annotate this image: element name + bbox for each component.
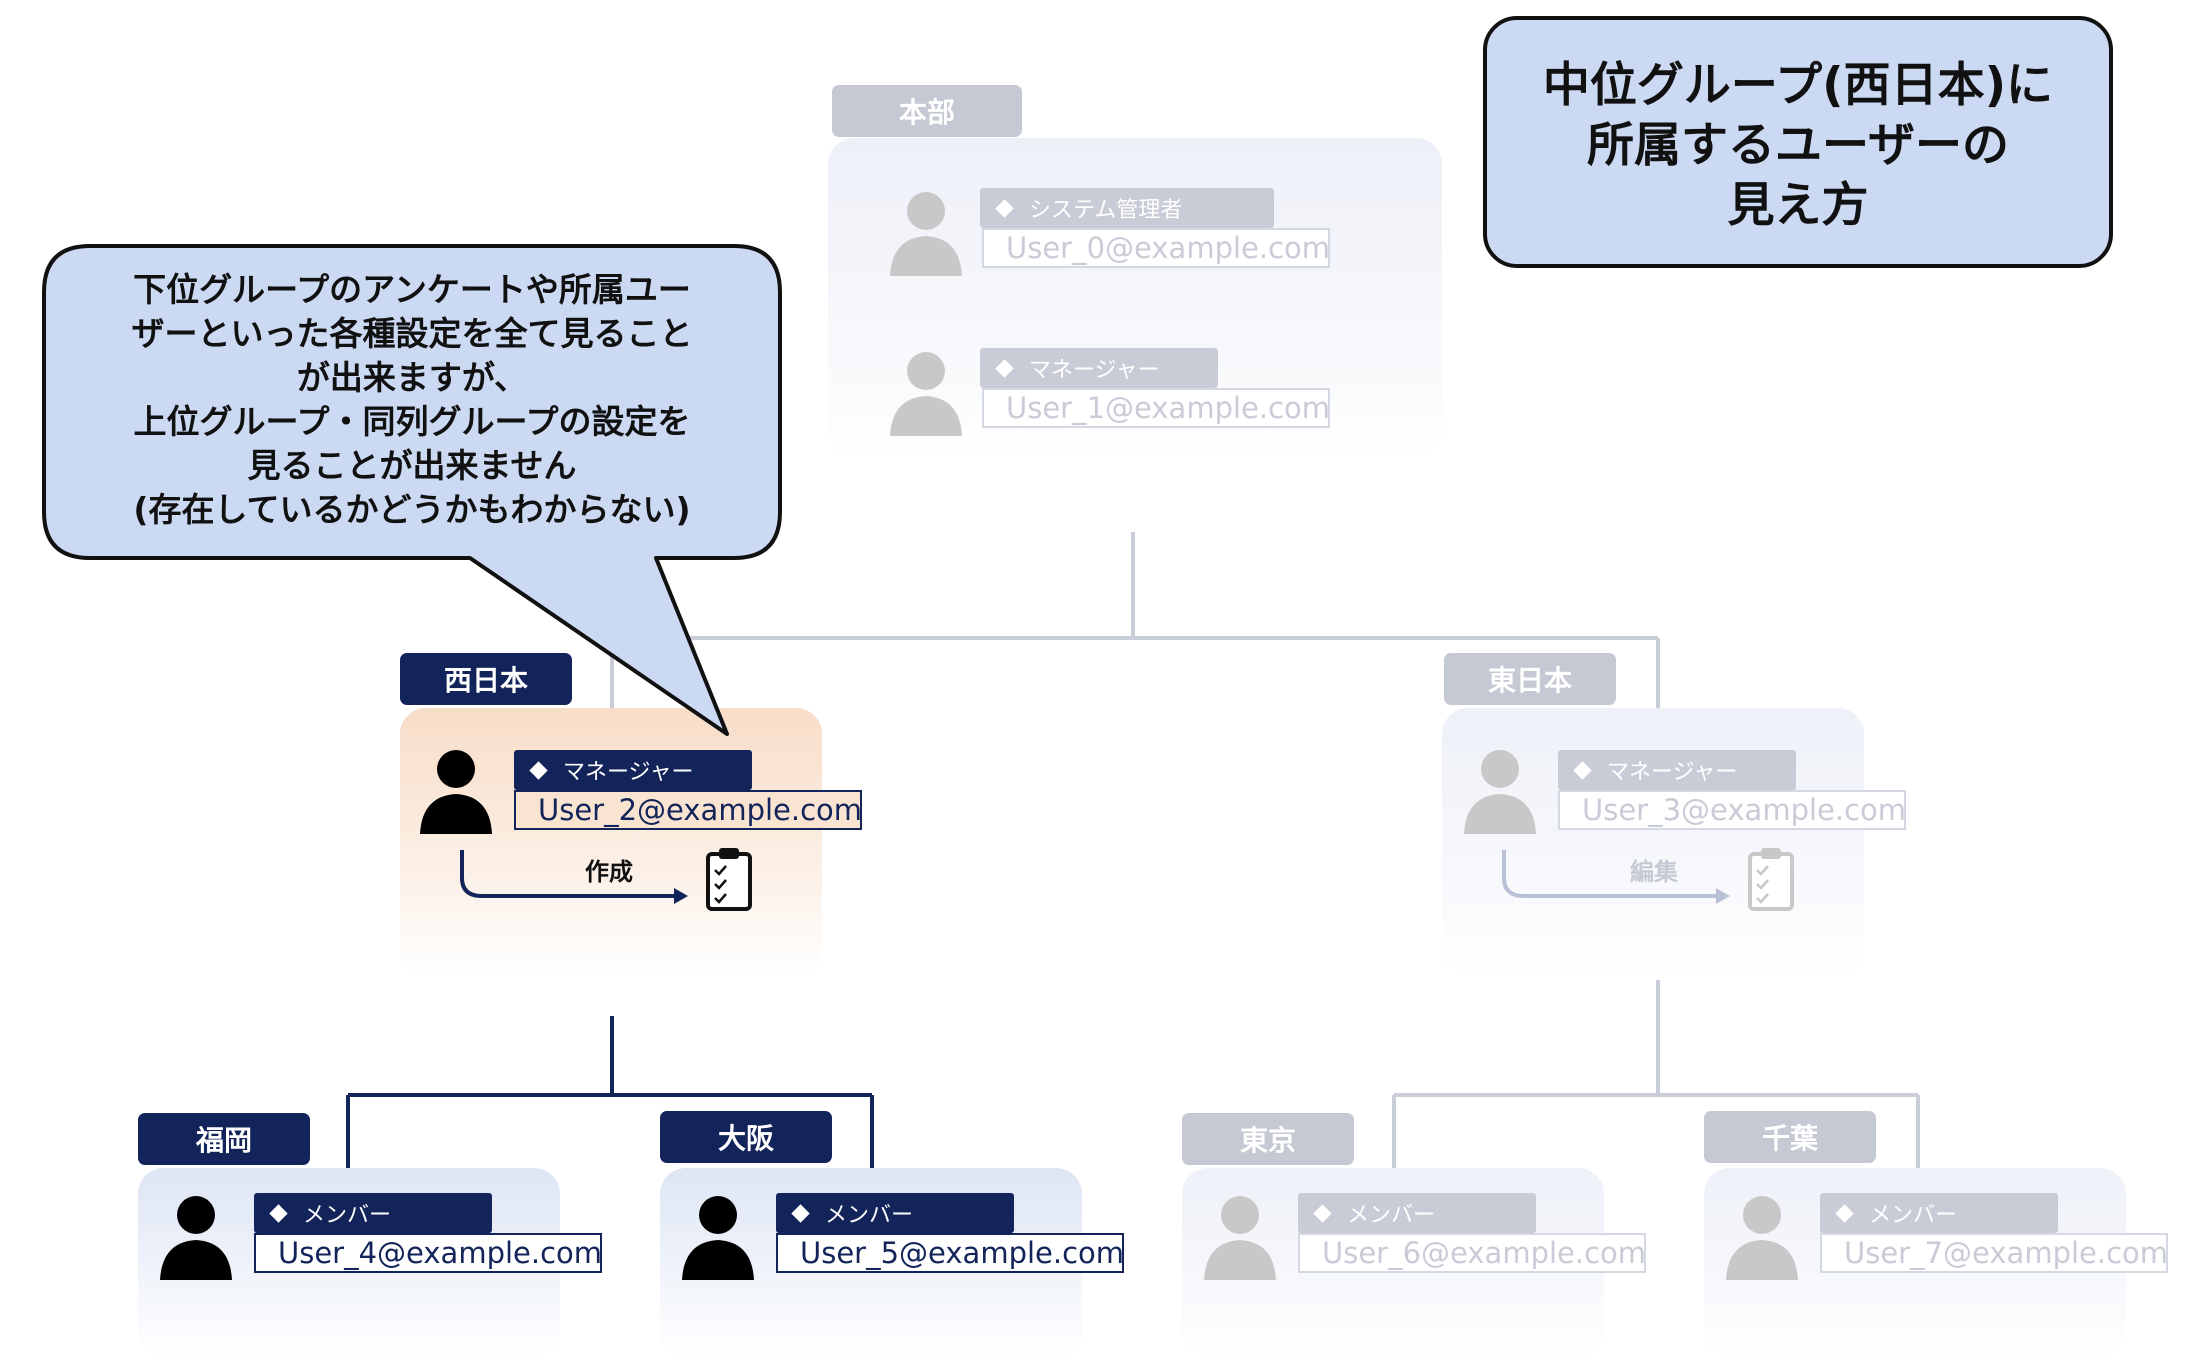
role-label: メンバー xyxy=(303,1203,392,1228)
title-box: 中位グループ(西日本)に 所属するユーザーの 見え方 xyxy=(1483,16,2113,268)
group-label-fukuoka: 福岡 xyxy=(138,1113,310,1165)
email-higashinihon: User_3@example.com xyxy=(1558,790,1906,830)
person-silhouette-icon xyxy=(1726,1196,1798,1280)
callout-line: 見ることが出来ません xyxy=(247,446,577,485)
email-tokyo: User_6@example.com xyxy=(1298,1233,1646,1273)
callout-line: (存在しているかどうかもわからない) xyxy=(133,490,691,529)
clipboard-checklist-icon xyxy=(1748,848,1794,911)
email-chiba: User_7@example.com xyxy=(1820,1233,2168,1273)
role-bar-fukuoka: メンバー xyxy=(254,1193,492,1233)
role-bar-osaka: メンバー xyxy=(776,1193,1014,1233)
person-silhouette-icon xyxy=(890,352,962,436)
email-honbu-0: User_0@example.com xyxy=(982,228,1330,268)
role-bar-honbu-1: マネージャー xyxy=(980,348,1218,388)
email-honbu-1: User_1@example.com xyxy=(982,388,1330,428)
curved-arrow-icon xyxy=(460,850,688,904)
person-silhouette-icon xyxy=(160,1196,232,1280)
role-bar-tokyo: メンバー xyxy=(1298,1193,1536,1233)
email-nishinihon: User_2@example.com xyxy=(514,790,862,830)
person-silhouette-icon xyxy=(420,750,492,834)
role-bar-chiba: メンバー xyxy=(1820,1193,2058,1233)
title-line: 中位グループ(西日本)に xyxy=(1542,58,2054,113)
role-label: マネージャー xyxy=(1607,760,1738,785)
group-label-chiba: 千葉 xyxy=(1704,1111,1876,1163)
person-silhouette-icon xyxy=(1464,750,1536,834)
callout-line: 下位グループのアンケートや所属ユー xyxy=(133,270,691,309)
person-silhouette-icon xyxy=(682,1196,754,1280)
group-label-nishinihon: 西日本 xyxy=(400,653,572,705)
curved-arrow-icon xyxy=(1502,850,1730,904)
callout-line: が出来ますが、 xyxy=(296,358,528,397)
callout-line: 上位グループ・同列グループの設定を xyxy=(133,402,691,441)
role-label: マネージャー xyxy=(1029,358,1160,383)
role-bar-higashinihon: マネージャー xyxy=(1558,750,1796,790)
clipboard-checklist-icon xyxy=(706,848,752,911)
callout-line: ザーといった各種設定を全て見ること xyxy=(131,314,693,353)
callout-text: 下位グループのアンケートや所属ユー ザーといった各種設定を全て見ること が出来ま… xyxy=(60,268,764,532)
person-silhouette-icon xyxy=(1204,1196,1276,1280)
role-label: メンバー xyxy=(1347,1203,1436,1228)
role-bar-honbu-0: システム管理者 xyxy=(980,188,1274,228)
role-label: マネージャー xyxy=(563,760,694,785)
person-silhouette-icon xyxy=(890,192,962,276)
role-label: システム管理者 xyxy=(1029,198,1183,223)
action-label-edit: 編集 xyxy=(1630,858,1678,886)
group-label-tokyo: 東京 xyxy=(1182,1113,1354,1165)
group-label-honbu: 本部 xyxy=(832,85,1022,137)
role-label: メンバー xyxy=(825,1203,914,1228)
title-text: 中位グループ(西日本)に 所属するユーザーの 見え方 xyxy=(1487,56,2109,236)
group-label-osaka: 大阪 xyxy=(660,1111,832,1163)
action-label-create: 作成 xyxy=(585,858,633,886)
role-bar-nishinihon: マネージャー xyxy=(514,750,752,790)
email-fukuoka: User_4@example.com xyxy=(254,1233,602,1273)
title-line: 見え方 xyxy=(1727,178,1869,233)
role-label: メンバー xyxy=(1869,1203,1958,1228)
email-osaka: User_5@example.com xyxy=(776,1233,1124,1273)
group-label-higashinihon: 東日本 xyxy=(1444,653,1616,705)
title-line: 所属するユーザーの xyxy=(1586,118,2010,173)
